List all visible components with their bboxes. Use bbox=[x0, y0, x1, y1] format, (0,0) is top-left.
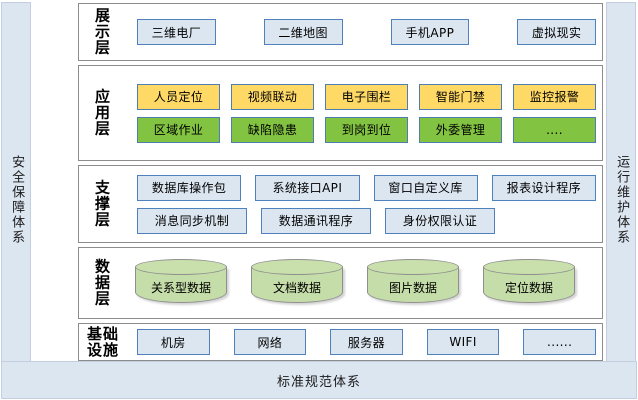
node-infrastructure-1-4[interactable]: WIFI bbox=[426, 329, 500, 355]
cylinder-label: 文档数据 bbox=[272, 280, 321, 295]
left-pillar-security-system: 安全保障体系 bbox=[1, 2, 31, 398]
data-cylinder[interactable]: 图片数据 bbox=[367, 259, 461, 307]
right-pillar-label: 运行维护体系 bbox=[614, 155, 630, 245]
layer-support-label: 支撑层 bbox=[94, 178, 111, 230]
node-infrastructure-1-3[interactable]: 服务器 bbox=[330, 329, 403, 355]
layer-application: 应用层人员定位视频联动电子围栏智能门禁监控报警区域作业缺陷隐患到岗到位外委管理.… bbox=[78, 65, 603, 161]
node-infrastructure-1-1[interactable]: 机房 bbox=[137, 329, 210, 355]
layer-application-label: 应用层 bbox=[94, 87, 111, 139]
node-application-1-5[interactable]: 监控报警 bbox=[513, 83, 596, 110]
layer-infrastructure: 基础设施机房网络服务器 WIFI...... bbox=[78, 323, 603, 361]
layer-infrastructure-row-1: 机房网络服务器 WIFI...... bbox=[79, 329, 596, 355]
cylinder-top-ellipse bbox=[135, 259, 227, 275]
layer-presentation-content: 三维电厂 二维地图 手机APP 虚拟现实 bbox=[79, 4, 602, 60]
node-presentation-1-1[interactable]: 三维电厂 bbox=[137, 19, 216, 45]
node-presentation-1-4[interactable]: 虚拟现实 bbox=[517, 19, 596, 45]
layer-support: 支撑层 数据库操作包系统接口API 窗口自定义库报表设计程序消息同步机制数据通讯程序… bbox=[78, 165, 603, 243]
node-application-2-1[interactable]: 区域作业 bbox=[137, 116, 220, 143]
node-presentation-1-2[interactable]: 二维地图 bbox=[263, 19, 343, 45]
node-support-1-3[interactable]: 窗口自定义库 bbox=[373, 174, 478, 201]
cylinder-label: 关系型数据 bbox=[150, 280, 211, 295]
layer-support-row-1: 数据库操作包系统接口API 窗口自定义库报表设计程序 bbox=[79, 174, 596, 201]
node-support-1-1[interactable]: 数据库操作包 bbox=[137, 174, 242, 201]
node-application-2-4[interactable]: 外委管理 bbox=[419, 116, 502, 143]
cylinder-top-ellipse bbox=[483, 259, 575, 275]
layer-infrastructure-content: 机房网络服务器 WIFI...... bbox=[79, 324, 602, 360]
node-application-2-3[interactable]: 到岗到位 bbox=[325, 116, 408, 143]
node-application-1-1[interactable]: 人员定位 bbox=[137, 83, 220, 110]
layer-data-label: 数据层 bbox=[94, 257, 111, 309]
layer-support-row-2: 消息同步机制数据通讯程序身份权限认证 bbox=[79, 207, 596, 234]
layer-application-row-2: 区域作业缺陷隐患到岗到位外委管理.... bbox=[79, 116, 596, 143]
bottom-bar-standards-system: 标准规范体系 bbox=[1, 361, 637, 399]
layer-data-content: 关系型数据 文档数据 图片数据 定位数据 bbox=[79, 248, 602, 318]
layer-presentation-label: 展示层 bbox=[94, 6, 111, 58]
layer-presentation-row-1: 三维电厂 二维地图 手机APP 虚拟现实 bbox=[79, 19, 596, 45]
data-cylinder[interactable]: 文档数据 bbox=[251, 259, 345, 307]
node-support-1-2[interactable]: 系统接口API bbox=[255, 174, 360, 201]
node-support-2-2[interactable]: 数据通讯程序 bbox=[261, 207, 371, 234]
layer-data-row-1: 关系型数据 文档数据 图片数据 定位数据 bbox=[79, 259, 596, 307]
data-cylinder[interactable]: 关系型数据 bbox=[135, 259, 229, 307]
left-pillar-label: 安全保障体系 bbox=[9, 155, 25, 245]
cylinder-top-ellipse bbox=[251, 259, 343, 275]
data-cylinder[interactable]: 定位数据 bbox=[483, 259, 577, 307]
node-application-1-3[interactable]: 电子围栏 bbox=[325, 83, 408, 110]
node-support-1-4[interactable]: 报表设计程序 bbox=[491, 174, 596, 201]
node-application-1-4[interactable]: 智能门禁 bbox=[419, 83, 502, 110]
node-presentation-1-3[interactable]: 手机APP bbox=[390, 19, 470, 45]
layer-presentation: 展示层 三维电厂 二维地图 手机APP 虚拟现实 bbox=[78, 3, 603, 61]
node-application-2-5[interactable]: .... bbox=[513, 116, 596, 143]
node-support-2-3[interactable]: 身份权限认证 bbox=[385, 207, 495, 234]
node-support-2-1[interactable]: 消息同步机制 bbox=[137, 207, 247, 234]
cylinder-label: 定位数据 bbox=[504, 280, 553, 295]
node-application-2-2[interactable]: 缺陷隐患 bbox=[231, 116, 314, 143]
cylinder-top-ellipse bbox=[367, 259, 459, 275]
layer-data: 数据层 关系型数据 文档数据 图片数据 定位数据 bbox=[78, 247, 603, 319]
cylinder-label: 图片数据 bbox=[388, 280, 437, 295]
layer-application-row-1: 人员定位视频联动电子围栏智能门禁监控报警 bbox=[79, 83, 596, 110]
layer-support-content: 数据库操作包系统接口API 窗口自定义库报表设计程序消息同步机制数据通讯程序身份权… bbox=[79, 166, 602, 242]
node-application-1-2[interactable]: 视频联动 bbox=[231, 83, 314, 110]
node-infrastructure-1-5[interactable]: ...... bbox=[523, 329, 596, 355]
node-infrastructure-1-2[interactable]: 网络 bbox=[233, 329, 307, 355]
right-pillar-maintenance-system: 运行维护体系 bbox=[606, 2, 636, 398]
layer-infrastructure-label: 基础设施 bbox=[86, 324, 119, 359]
layer-application-content: 人员定位视频联动电子围栏智能门禁监控报警区域作业缺陷隐患到岗到位外委管理.... bbox=[79, 66, 602, 160]
bottom-bar-label: 标准规范体系 bbox=[276, 374, 361, 390]
